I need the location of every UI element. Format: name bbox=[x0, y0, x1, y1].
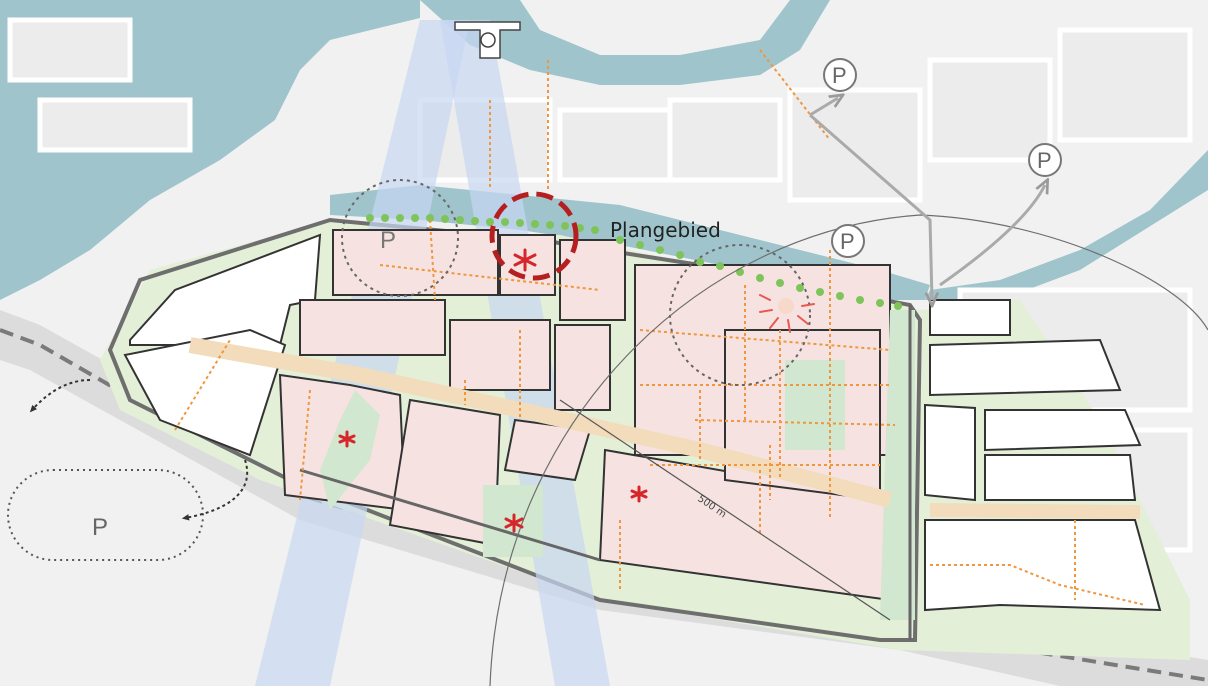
asterisk-icon-4 bbox=[630, 485, 648, 503]
asterisk-icon-2 bbox=[338, 430, 356, 448]
parking-icon-north: P bbox=[823, 58, 857, 92]
svg-text:P: P bbox=[92, 514, 108, 541]
water-east bbox=[925, 0, 1208, 300]
road-lines bbox=[299, 305, 912, 640]
plan-area-highlight-circle bbox=[489, 191, 579, 281]
parking-icon-outside: P bbox=[7, 469, 204, 561]
svg-text:P: P bbox=[832, 63, 847, 88]
parking-icon-northeast: P bbox=[1028, 143, 1062, 177]
dashed-arrows bbox=[29, 379, 249, 521]
distance-radius-line bbox=[559, 399, 891, 621]
walking-radius-circles bbox=[341, 179, 811, 386]
church-icon bbox=[454, 21, 521, 59]
white-blocks-east bbox=[924, 299, 1162, 612]
asterisk-icon-3 bbox=[504, 513, 524, 533]
sun-icon bbox=[759, 294, 815, 333]
parking-icon-west-quay: P bbox=[380, 227, 396, 254]
plan-area-boundary bbox=[107, 217, 923, 642]
railway-dash-line bbox=[0, 328, 1208, 682]
east-street bbox=[929, 503, 1141, 519]
plan-area-label: Plangebied bbox=[610, 218, 721, 242]
arrow-icon bbox=[809, 98, 1045, 300]
asterisk-icon-1 bbox=[513, 248, 537, 272]
svg-text:P: P bbox=[1037, 148, 1052, 173]
footpaths bbox=[174, 49, 1146, 606]
parking-icon-quay: P bbox=[831, 224, 865, 258]
tree-row bbox=[366, 214, 902, 310]
water-canal-north bbox=[420, 0, 830, 85]
svg-text:P: P bbox=[840, 229, 855, 254]
green-spaces bbox=[320, 310, 915, 620]
